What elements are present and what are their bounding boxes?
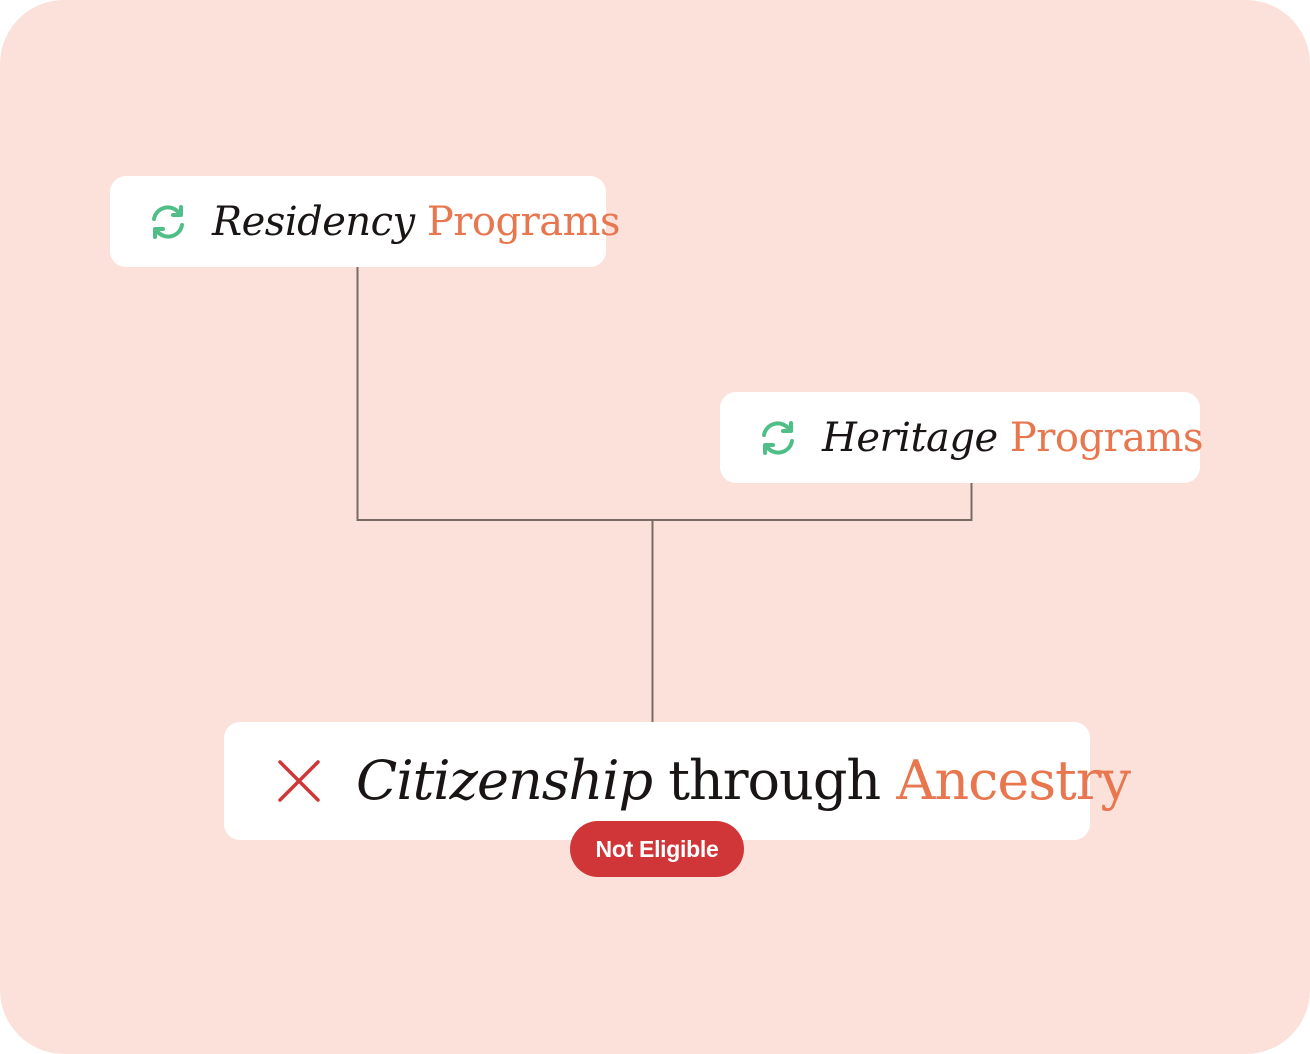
- node-title-accent: Ancestry: [896, 749, 1131, 812]
- node-title-plain: through: [668, 749, 881, 812]
- node-residency-programs: Residency Programs: [110, 176, 621, 267]
- node-title-accent: Programs: [426, 198, 621, 245]
- node-title-accent: Programs: [1009, 414, 1204, 461]
- node-title: Heritage Programs: [822, 414, 1204, 461]
- close-icon: [274, 756, 324, 806]
- node-title-italic: Residency: [212, 198, 415, 245]
- connector-heritage: [652, 483, 973, 521]
- node-heritage-programs: Heritage Programs: [720, 392, 1204, 483]
- node-title-italic: Citizenship: [356, 749, 653, 812]
- refresh-icon: [146, 200, 190, 244]
- status-badge: Not Eligible: [570, 821, 744, 877]
- node-citizenship-through-ancestry: Citizenship through Ancestry: [224, 722, 1131, 840]
- node-title: Residency Programs: [212, 198, 621, 245]
- connector-residency: [356, 267, 653, 521]
- node-title: Citizenship through Ancestry: [356, 754, 1131, 808]
- node-title-italic: Heritage: [822, 414, 998, 461]
- refresh-icon: [756, 416, 800, 460]
